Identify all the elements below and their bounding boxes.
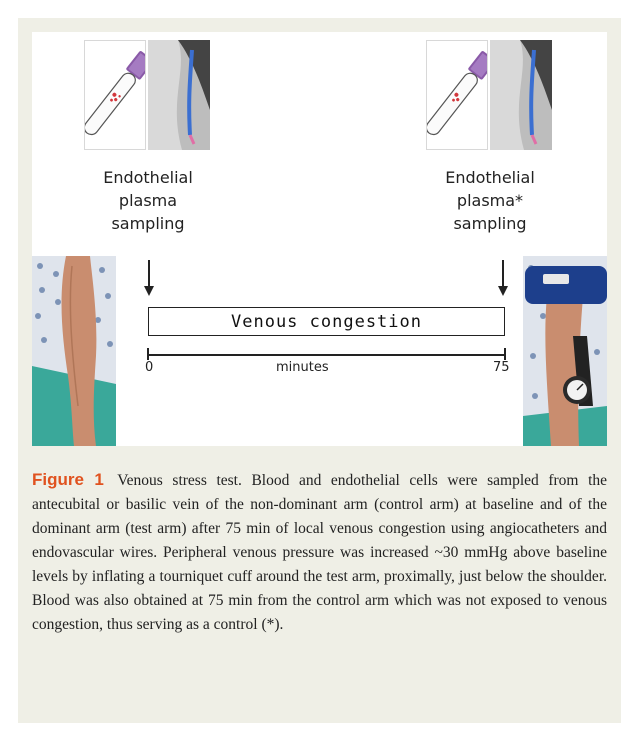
- blood-tube-icon: [84, 40, 146, 150]
- caption-text: Venous stress test. Blood and endothelia…: [32, 472, 607, 633]
- venous-congestion-bar: Venous congestion: [148, 307, 505, 336]
- right-arrow-head: [498, 286, 508, 296]
- label-line: Endothelial: [420, 166, 560, 189]
- left-arrow: [148, 260, 150, 288]
- right-arrow: [502, 260, 504, 288]
- figure-illustration: Endothelial plasma sampling Endothelial …: [32, 32, 607, 446]
- label-line: plasma*: [420, 189, 560, 212]
- left-arrow-head: [144, 286, 154, 296]
- time-start-label: 0: [145, 360, 153, 375]
- cuffed-test-arm-photo: [523, 256, 607, 446]
- endovascular-wire-photo: [490, 40, 552, 150]
- time-end-label: 75: [493, 360, 510, 375]
- blood-tube-icon: [426, 40, 488, 150]
- timeline-start-tick: [147, 348, 149, 360]
- figure-label: Figure 1: [32, 470, 104, 489]
- time-unit-label: minutes: [276, 360, 329, 375]
- label-line: sampling: [78, 212, 218, 235]
- figure-caption: Figure 1 Venous stress test. Blood and e…: [32, 468, 607, 637]
- left-sampling-label: Endothelial plasma sampling: [78, 166, 218, 235]
- figure-panel: Endothelial plasma sampling Endothelial …: [18, 18, 621, 723]
- label-line: Endothelial: [78, 166, 218, 189]
- label-line: sampling: [420, 212, 560, 235]
- timeline-axis: [147, 354, 506, 356]
- timeline-end-tick: [504, 348, 506, 360]
- right-sampling-label: Endothelial plasma* sampling: [420, 166, 560, 235]
- control-arm-photo: [32, 256, 116, 446]
- endovascular-wire-photo: [148, 40, 210, 150]
- label-line: plasma: [78, 189, 218, 212]
